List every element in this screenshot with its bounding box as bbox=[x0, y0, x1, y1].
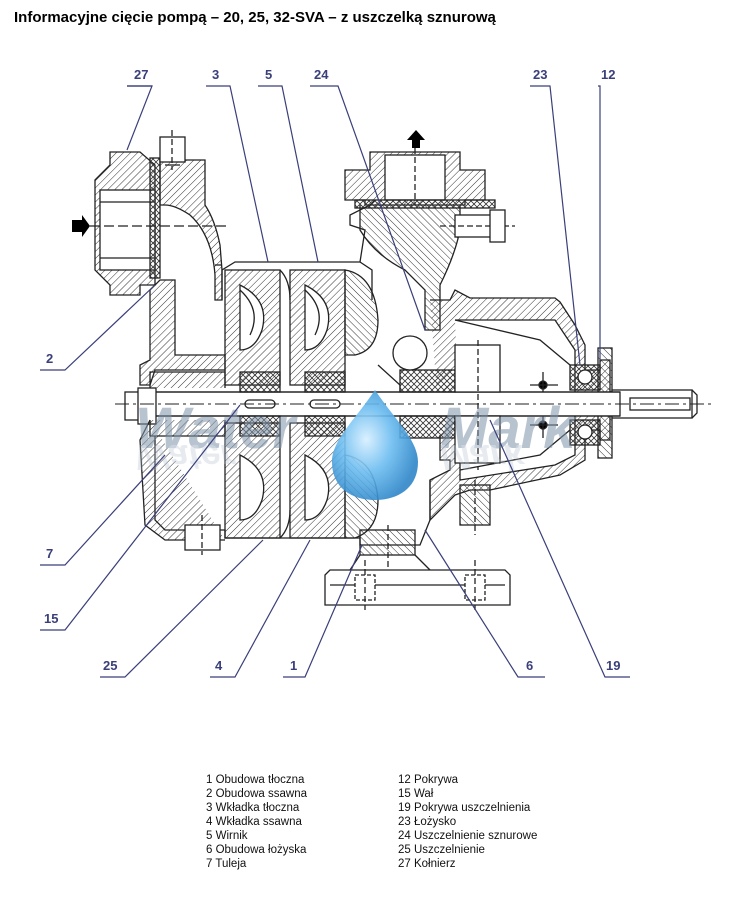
callout-6: 6 bbox=[526, 658, 533, 673]
watermark-text-right: Mark bbox=[440, 396, 578, 461]
callout-23: 23 bbox=[533, 67, 547, 82]
outlet-flange bbox=[344, 148, 515, 331]
callout-19: 19 bbox=[606, 658, 620, 673]
callout-27: 27 bbox=[127, 67, 152, 87]
legend-item: 2 Obudowa ssawna bbox=[206, 788, 308, 800]
callout-label-23: 23 bbox=[533, 67, 547, 82]
legend-item: 12 Pokrywa bbox=[398, 774, 459, 786]
legend-item: 24 Uszczelnienie sznurowe bbox=[398, 830, 538, 842]
legend-item: 6 Obudowa łożyska bbox=[206, 844, 307, 856]
callout-15: 15 bbox=[44, 611, 58, 626]
inlet-flange bbox=[94, 151, 161, 296]
legend-item: 7 Tuleja bbox=[206, 858, 247, 870]
callout-label-25: 25 bbox=[103, 658, 117, 673]
callout-label-1: 1 bbox=[290, 658, 297, 673]
legend-item: 3 Wkładka tłoczna bbox=[206, 802, 300, 814]
callout-label-5: 5 bbox=[265, 67, 272, 82]
callout-25: 25 bbox=[103, 658, 117, 673]
callout-5: 5 bbox=[265, 67, 272, 82]
legend-item: 19 Pokrywa uszczelnienia bbox=[398, 802, 531, 814]
callout-label-3: 3 bbox=[212, 67, 219, 82]
callout-label-2: 2 bbox=[46, 351, 53, 366]
callout-label-19: 19 bbox=[606, 658, 620, 673]
impeller-stage-2 bbox=[289, 269, 346, 539]
page-title: Informacyjne cięcie pompą – 20, 25, 32-S… bbox=[14, 9, 496, 26]
inlet-flow-arrow bbox=[72, 215, 90, 237]
watermark: Water Mark Water Mark bbox=[135, 396, 578, 478]
parts-legend-left: 1 Obudowa tłoczna 2 Obudowa ssawna 3 Wkł… bbox=[206, 773, 307, 871]
legend-item: 5 Wirnik bbox=[206, 830, 248, 842]
legend-item: 23 Łożysko bbox=[398, 816, 457, 828]
svg-text:Water: Water bbox=[135, 437, 236, 478]
shaft-nut bbox=[124, 371, 226, 437]
callout-1: 1 bbox=[290, 658, 297, 673]
callout-2: 2 bbox=[46, 351, 53, 366]
legend-item: 15 Wał bbox=[398, 788, 434, 800]
callout-24: 24 bbox=[314, 67, 329, 82]
outlet-flow-arrow bbox=[407, 130, 425, 148]
callout-label-24: 24 bbox=[314, 67, 329, 82]
callout-label-4: 4 bbox=[215, 658, 223, 673]
callouts: 27 3 5 24 23 12 2 7 15 25 4 1 6 19 bbox=[44, 67, 620, 673]
legend-item: 25 Uszczelnienie bbox=[398, 844, 485, 856]
suction-housing bbox=[139, 130, 226, 386]
parts-legend-right: 12 Pokrywa 15 Wał 19 Pokrywa uszczelnien… bbox=[398, 773, 537, 871]
legend-item: 27 Kołnierz bbox=[398, 858, 456, 870]
legend-item: 1 Obudowa tłoczna bbox=[206, 774, 305, 786]
callout-label-12: 12 bbox=[601, 67, 615, 82]
callout-3: 3 bbox=[212, 67, 219, 82]
stuffing-box bbox=[377, 335, 501, 470]
callout-label-7: 7 bbox=[46, 546, 53, 561]
callout-12: 12 bbox=[601, 67, 615, 82]
svg-text:Mark: Mark bbox=[440, 437, 526, 478]
legend-item: 4 Wkładka ssawna bbox=[206, 816, 302, 828]
pump-body bbox=[72, 130, 715, 610]
watermark-drop-icon bbox=[332, 390, 418, 500]
callout-4: 4 bbox=[215, 658, 223, 673]
watermark-text-left: Water bbox=[135, 396, 299, 461]
lower-casing bbox=[139, 419, 431, 575]
callout-label-6: 6 bbox=[526, 658, 533, 673]
callout-label-27: 27 bbox=[134, 67, 148, 82]
mounting-foot bbox=[324, 554, 511, 610]
callout-label-15: 15 bbox=[44, 611, 58, 626]
callout-7: 7 bbox=[46, 546, 53, 561]
